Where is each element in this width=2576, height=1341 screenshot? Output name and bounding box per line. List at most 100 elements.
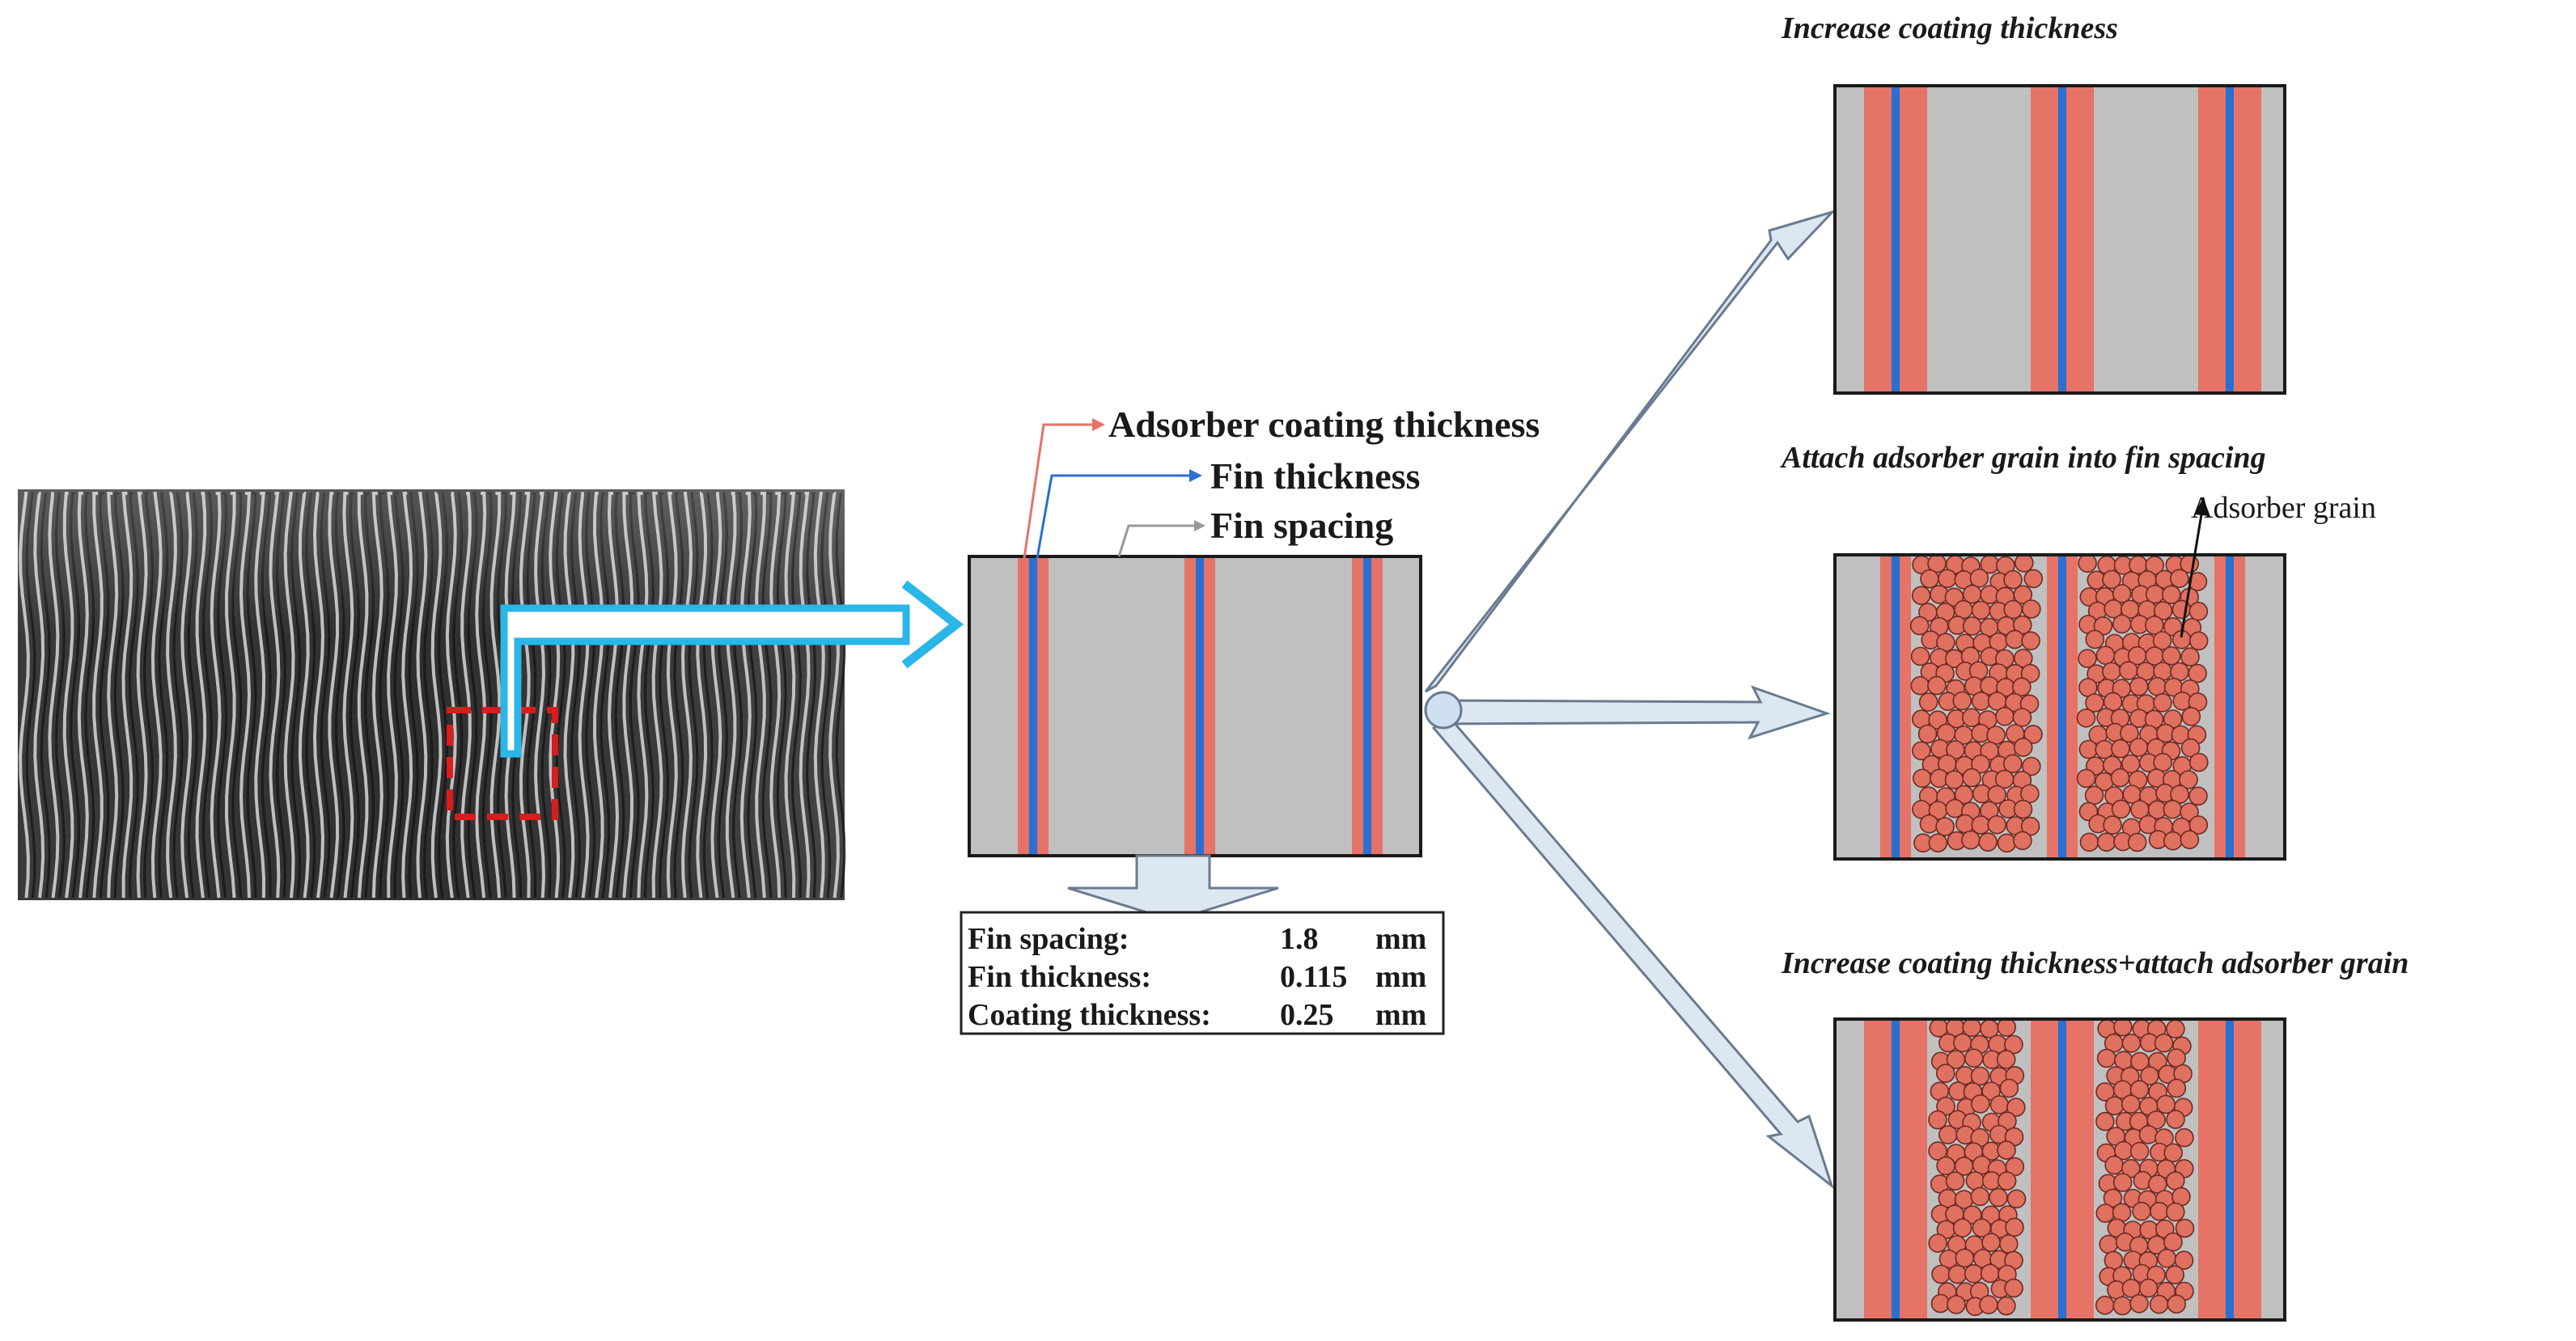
adsorber-grain <box>2180 802 2199 822</box>
adsorber-grain <box>1928 1110 1947 1130</box>
adsorber-grain <box>2112 1173 2133 1192</box>
adsorber-grain <box>2167 1048 2186 1068</box>
adsorber-grain <box>2121 1034 2142 1053</box>
spec-row-name: Fin thickness: <box>968 960 1151 994</box>
adsorber-grain <box>2188 572 2208 591</box>
adsorber-grain <box>2165 1265 2184 1284</box>
adsorber-grain <box>2180 738 2201 758</box>
adsorber-grain <box>1931 1264 1951 1284</box>
adsorber-grain <box>1997 1296 2016 1316</box>
adsorber-grain <box>1971 815 1990 835</box>
adsorber-grain <box>2181 707 2201 726</box>
adsorber-grain <box>1936 1064 1955 1083</box>
adsorber-grain <box>2003 599 2023 620</box>
spec-row-unit: mm <box>1375 998 1426 1032</box>
adsorber-grain <box>2132 1201 2151 1221</box>
spec-row-value: 1.8 <box>1280 922 1319 956</box>
adsorber-grain <box>1971 692 1991 711</box>
adsorber-grain <box>2149 1294 2169 1314</box>
adsorber-grain <box>2006 1189 2027 1209</box>
adsorber-grain <box>1952 1218 1972 1237</box>
adsorber-grain <box>1962 708 1981 728</box>
adsorber-grain-label: Adsorber grain <box>2191 491 2376 525</box>
case-3-panel <box>1833 1017 2286 1322</box>
adsorber-grain <box>2112 1296 2133 1316</box>
fin-plate <box>2058 86 2066 393</box>
case-2-title: Attach adsorber grain into fin spacing <box>1780 441 2266 475</box>
adsorber-grain <box>2152 631 2172 650</box>
adsorber-grain <box>2111 799 2131 819</box>
spec-row-unit: mm <box>1375 922 1426 956</box>
adsorber-grain <box>1962 768 1981 788</box>
adsorber-grain <box>1928 1233 1947 1253</box>
case-3-title: Increase coating thickness+attach adsorb… <box>1781 946 2409 980</box>
adsorber-grain <box>1919 814 1939 834</box>
adsorber-grain <box>2110 768 2130 788</box>
adsorber-grain <box>1964 1264 1984 1284</box>
adsorber-grain <box>2111 738 2130 759</box>
case-2-panel <box>1833 553 2286 861</box>
adsorber-grain <box>2163 831 2183 851</box>
adsorber-grain <box>2078 739 2099 759</box>
adsorber-grain <box>2102 662 2121 682</box>
adsorber-grain <box>1917 724 1938 744</box>
adsorber-grain <box>2078 553 2097 573</box>
adsorber-grain <box>2175 1127 2194 1148</box>
adsorber-grain <box>2085 629 2105 649</box>
adsorber-grain <box>2188 601 2209 621</box>
adsorber-grain <box>2022 599 2041 619</box>
adsorber-grain <box>2153 692 2172 713</box>
adsorber-grain <box>1953 1033 1972 1053</box>
adsorber-grain <box>2103 692 2123 712</box>
branch-arrow-up <box>1424 209 1837 693</box>
adsorber-grain <box>2095 645 2116 666</box>
adsorber-grain <box>1961 830 1981 850</box>
adsorber-grain <box>2127 832 2147 852</box>
adsorber-grain <box>2175 1218 2195 1238</box>
fin-spacing-label: Fin spacing <box>1210 505 1393 546</box>
adsorber-grain <box>2129 1294 2149 1314</box>
adsorber-grain <box>2148 1051 2167 1072</box>
adsorber-grain <box>2020 784 2040 804</box>
panel-border <box>1833 553 2286 861</box>
adsorber-grain <box>1981 1081 2001 1101</box>
down-arrow <box>1067 854 1279 922</box>
adsorber-grain <box>2189 752 2209 772</box>
adsorber-grain <box>1965 1171 1985 1191</box>
adsorber-grain <box>2095 1111 2115 1132</box>
adsorber-grain <box>2076 708 2096 728</box>
adsorber-grain <box>1947 1295 1966 1314</box>
adsorber-grain <box>2121 1094 2141 1114</box>
adsorber-grain <box>2078 649 2097 669</box>
panel-border <box>1833 84 2286 395</box>
adsorber-grain <box>1945 798 1964 819</box>
adsorber-grain <box>1997 1140 2016 1160</box>
adsorber-grain <box>2119 661 2138 681</box>
panel-border <box>1833 1017 2286 1322</box>
case-1-panel <box>1833 84 2286 395</box>
adsorber-grain <box>2099 1234 2119 1254</box>
adsorber-grain <box>1935 817 1955 836</box>
adsorber-grain <box>1970 1187 1990 1207</box>
heat-exchanger-photo <box>18 489 846 900</box>
adsorber-grain <box>1989 1095 2010 1115</box>
adsorber-grain <box>1962 1017 1981 1038</box>
adsorber-grain <box>2095 1296 2115 1315</box>
adsorber-grain <box>2013 831 2032 851</box>
pointer-arrow <box>500 580 964 758</box>
adsorber-grain <box>1997 1017 2016 1037</box>
adsorber-grain <box>2166 1171 2185 1191</box>
adsorber-grain <box>1971 754 1990 774</box>
adsorber-grain <box>2076 768 2096 789</box>
spec-row-value: 0.25 <box>1280 998 1334 1032</box>
fin-plate <box>1892 86 1900 393</box>
adsorber-grain <box>1909 616 1930 636</box>
adsorber-grain <box>1969 568 1989 588</box>
spec-row-value: 0.115 <box>1280 960 1347 994</box>
adsorber-grain <box>2147 676 2167 696</box>
adsorber-grain <box>2005 629 2025 649</box>
adsorber-grain <box>1938 1125 1958 1144</box>
adsorber-grain <box>2138 1125 2159 1144</box>
